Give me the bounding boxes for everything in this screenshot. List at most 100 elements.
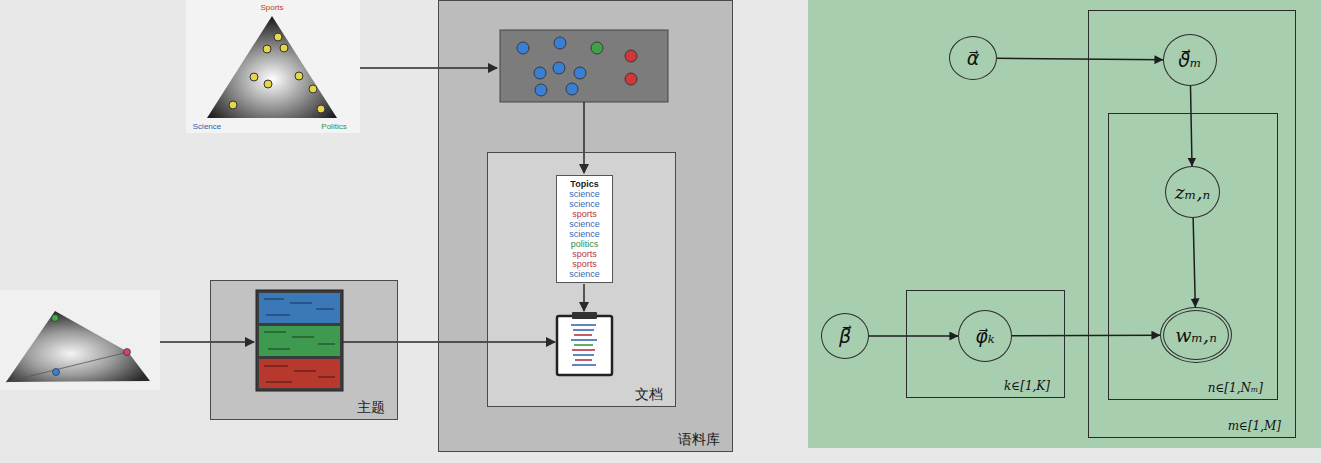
clipboard-icon bbox=[557, 312, 612, 375]
hyper-node: α⃗ bbox=[949, 36, 997, 80]
line bbox=[575, 359, 592, 361]
list-item: science bbox=[569, 199, 600, 209]
list-item: science bbox=[569, 269, 600, 279]
band-lines bbox=[264, 366, 335, 382]
node-fill bbox=[556, 175, 613, 283]
line bbox=[573, 354, 594, 356]
clipboard-lines bbox=[571, 325, 597, 365]
line bbox=[264, 365, 288, 366]
card-ground bbox=[186, 0, 360, 133]
clipboard-board bbox=[557, 316, 612, 375]
line bbox=[266, 314, 290, 315]
line bbox=[290, 302, 312, 303]
dot bbox=[250, 73, 258, 81]
dot bbox=[517, 42, 529, 54]
word-plate: n∈[1,Nₘ] zₘ,ₙ wₘ,ₙ bbox=[1108, 113, 1278, 400]
document-dots-box bbox=[500, 30, 668, 102]
flow-arrow bbox=[343, 341, 555, 343]
line bbox=[318, 376, 335, 377]
dots-box bbox=[500, 30, 668, 102]
line bbox=[292, 336, 314, 337]
dot bbox=[535, 84, 547, 96]
list-item: sports bbox=[572, 259, 597, 269]
doc-dots bbox=[517, 37, 637, 96]
corpus-panel: 语料库文档Topicssciencesciencesportssciencesc… bbox=[438, 0, 733, 452]
line bbox=[571, 324, 596, 326]
axis-label: Sports bbox=[260, 3, 283, 12]
dot bbox=[52, 315, 59, 322]
dependency-arrow bbox=[1193, 218, 1195, 307]
axis-label: Science bbox=[193, 122, 221, 131]
edge-line bbox=[6, 352, 128, 382]
list-item: science bbox=[569, 229, 600, 239]
variable-symbol: zₘ,ₙ bbox=[1175, 181, 1210, 203]
dot bbox=[124, 349, 131, 356]
dot bbox=[274, 33, 282, 41]
topic-plate: k∈[1,K] φ⃗ₖ bbox=[906, 290, 1065, 398]
line bbox=[571, 339, 597, 341]
latent-node: zₘ,ₙ bbox=[1165, 166, 1220, 218]
topic-dots bbox=[229, 33, 325, 113]
plate-label: n∈[1,Nₘ] bbox=[1208, 381, 1263, 396]
list-item: politics bbox=[571, 239, 599, 249]
card-ground bbox=[0, 290, 160, 390]
topic-box: 主题 bbox=[210, 280, 398, 420]
simplex-card bbox=[186, 0, 360, 133]
dot bbox=[591, 42, 603, 54]
band-lines bbox=[264, 332, 335, 349]
flow-arrow bbox=[160, 341, 254, 343]
variable-symbol: β⃗ bbox=[839, 325, 851, 347]
latent-node: ϑ⃗ₘ bbox=[1163, 34, 1217, 86]
variable-symbol: α⃗ bbox=[967, 47, 980, 69]
dot bbox=[264, 80, 272, 88]
variable-symbol: ϑ⃗ₘ bbox=[1178, 49, 1201, 71]
dot bbox=[309, 85, 317, 93]
tetrahedron-card bbox=[0, 290, 160, 390]
line bbox=[572, 364, 596, 366]
plate-label: k∈[1,K] bbox=[1004, 379, 1050, 394]
plate-label: m∈[1,M] bbox=[1228, 419, 1281, 434]
panel-label: 语料库 bbox=[678, 430, 720, 448]
dependency-arrow bbox=[869, 335, 958, 337]
flow-arrow bbox=[583, 102, 585, 173]
flow-arrow bbox=[583, 284, 585, 311]
list-heading: Topics bbox=[570, 179, 598, 189]
topic-bands bbox=[256, 290, 343, 391]
tetrahedron bbox=[6, 311, 150, 382]
dependency-arrow bbox=[1190, 86, 1192, 166]
clipboard-clip bbox=[572, 312, 597, 319]
document-plate: m∈[1,M] ϑ⃗ₘ n∈[1,Nₘ] zₘ,ₙ wₘ,ₙ bbox=[1088, 10, 1296, 438]
dot bbox=[317, 105, 325, 113]
dependency-arrow bbox=[1012, 334, 1160, 336]
flow-arrow bbox=[360, 67, 497, 69]
hyper-node: β⃗ bbox=[821, 313, 869, 359]
dot bbox=[625, 73, 637, 85]
blue-band bbox=[259, 293, 340, 323]
document-box: 文档Topicssciencesciencesportssciencescien… bbox=[487, 152, 676, 407]
dot bbox=[229, 101, 237, 109]
list-item: sports bbox=[572, 209, 597, 219]
dot bbox=[553, 62, 565, 74]
dot bbox=[574, 67, 586, 79]
dot bbox=[534, 67, 546, 79]
variable-symbol: wₘ,ₙ bbox=[1175, 324, 1217, 346]
band-lines bbox=[264, 299, 334, 315]
latent-node: φ⃗ₖ bbox=[958, 310, 1012, 362]
line bbox=[264, 331, 286, 332]
line bbox=[268, 348, 290, 349]
observed-node: wₘ,ₙ bbox=[1160, 307, 1232, 363]
node-fill bbox=[487, 152, 676, 407]
dot bbox=[263, 45, 271, 53]
red-band bbox=[259, 359, 340, 388]
line bbox=[318, 343, 335, 344]
line bbox=[573, 329, 594, 331]
line bbox=[574, 344, 593, 346]
bands-frame bbox=[256, 290, 343, 391]
dot bbox=[554, 37, 566, 49]
dot bbox=[566, 83, 578, 95]
plate-ground bbox=[808, 0, 1321, 448]
line bbox=[574, 334, 592, 336]
